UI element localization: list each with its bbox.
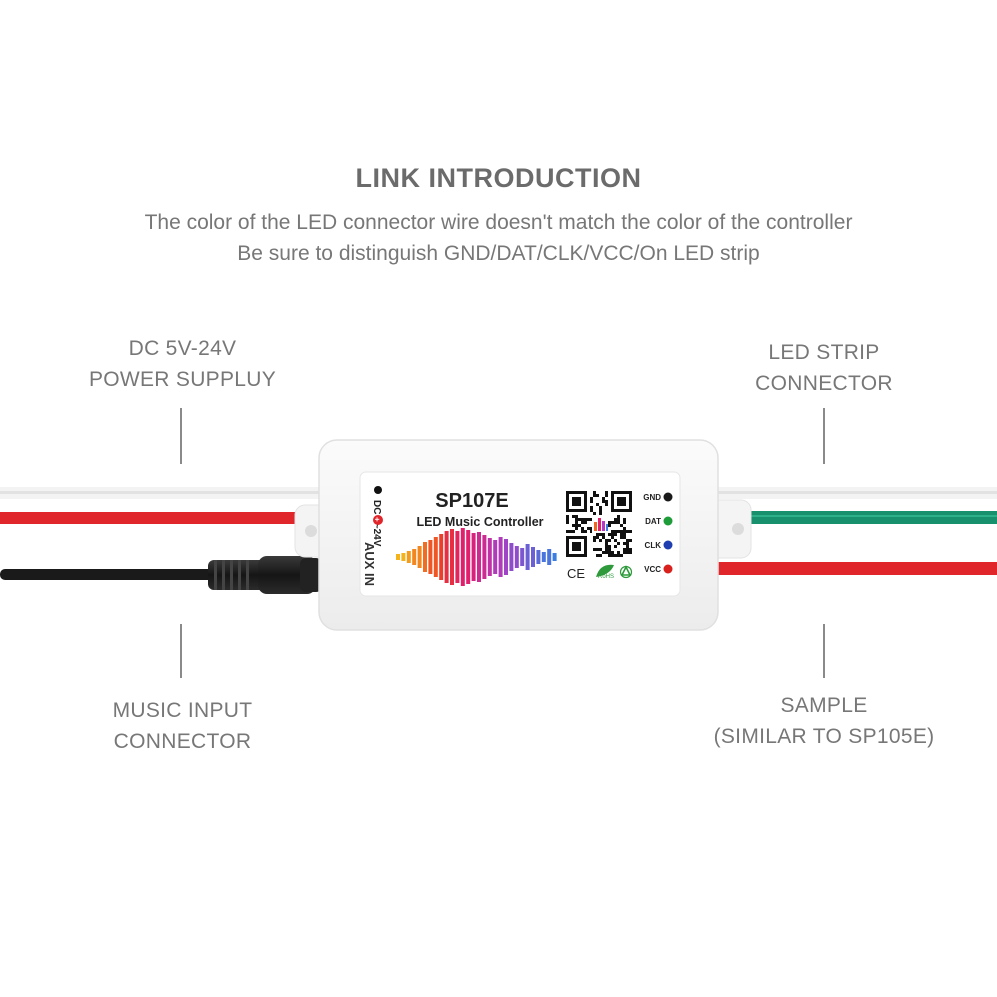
pin-dot-clk — [663, 540, 673, 550]
pin-dot-dat — [663, 516, 673, 526]
rohs-mark: RoHS — [596, 564, 614, 580]
wave-bar — [514, 546, 519, 568]
svg-text:+: + — [373, 517, 382, 522]
power-callout: DC 5V-24V POWER SUPPLUY — [60, 333, 305, 395]
wave-bar — [520, 548, 525, 566]
sample-callout: SAMPLE (SIMILAR TO SP105E) — [690, 690, 958, 752]
pin-dot-vcc — [663, 564, 673, 574]
pin-dot-gnd — [663, 492, 673, 502]
pin-label-dat: DAT — [645, 517, 661, 526]
sound-wave-graphic — [396, 528, 557, 586]
sample-callout-line — [823, 624, 825, 678]
music-input-callout-line2: CONNECTOR — [113, 730, 252, 753]
wave-bar — [433, 537, 438, 577]
wave-bar — [471, 533, 476, 581]
led-strip-callout-line — [823, 408, 825, 464]
wave-bar — [477, 532, 481, 582]
wave-bar — [460, 528, 465, 586]
wave-bar — [531, 547, 535, 567]
wave-bar — [547, 549, 552, 565]
left-red-wire — [0, 512, 330, 524]
pin-labels: GND DAT CLK VCC — [643, 492, 673, 574]
black-audio-cable — [0, 569, 220, 580]
power-callout-line — [180, 408, 182, 464]
model-name: SP107E — [435, 490, 508, 512]
recycle-icon — [619, 565, 633, 579]
wave-bar — [439, 534, 444, 580]
power-callout-line1: DC 5V-24V — [128, 337, 237, 360]
wave-bar — [401, 553, 406, 561]
wave-bar — [396, 554, 400, 560]
music-input-callout: MUSIC INPUT CONNECTOR — [60, 695, 305, 757]
wave-bar — [498, 537, 503, 577]
left-white-wire — [0, 487, 330, 499]
power-callout-line2: POWER SUPPLUY — [88, 368, 277, 391]
wave-bar — [412, 549, 417, 565]
subtitle-line-1: The color of the LED connector wire does… — [144, 211, 853, 234]
page-title: LINK INTRODUCTION — [355, 163, 642, 193]
right-green-wire — [700, 511, 997, 524]
pin-label-clk: CLK — [645, 541, 662, 550]
qr-code — [565, 490, 635, 560]
subtitle-line-2: Be sure to distinguish GND/DAT/CLK/VCC/O… — [237, 242, 760, 265]
wave-bar — [525, 544, 530, 570]
aux-in-marking: AUX IN — [362, 542, 377, 586]
right-white-wire — [700, 487, 997, 499]
led-strip-callout-line2: CONNECTOR — [755, 372, 893, 395]
wave-bar — [417, 546, 422, 568]
wave-bar — [487, 538, 492, 576]
wave-bar — [509, 543, 514, 571]
wave-bar — [423, 542, 427, 572]
wave-bar — [493, 540, 498, 574]
wave-bar — [482, 535, 487, 579]
wave-bar — [541, 552, 546, 562]
led-strip-callout-line1: LED STRIP — [768, 341, 880, 364]
power-marking: DC 5~24V + — [371, 486, 383, 547]
wave-bar — [455, 531, 460, 583]
sample-callout-line1: SAMPLE — [780, 694, 868, 717]
svg-text:RoHS: RoHS — [598, 574, 614, 580]
led-strip-callout: LED STRIP CONNECTOR — [700, 337, 948, 399]
music-input-callout-line1: MUSIC INPUT — [112, 699, 253, 722]
wave-bar — [504, 539, 508, 575]
music-input-callout-line — [180, 624, 182, 678]
wave-bar — [466, 530, 471, 584]
wave-bar — [406, 551, 411, 563]
right-red-wire — [700, 562, 997, 575]
sample-callout-line2: (SIMILAR TO SP105E) — [713, 725, 935, 748]
wave-bar — [450, 529, 454, 585]
pin-label-vcc: VCC — [644, 565, 661, 574]
ce-mark: CE — [567, 566, 585, 581]
wave-bar — [428, 540, 433, 574]
pin-label-gnd: GND — [643, 493, 661, 502]
aux-plug — [208, 556, 322, 594]
wave-bar — [536, 550, 541, 564]
wave-bar — [552, 553, 557, 561]
wave-bar — [444, 531, 449, 583]
model-subtitle: LED Music Controller — [416, 515, 543, 529]
